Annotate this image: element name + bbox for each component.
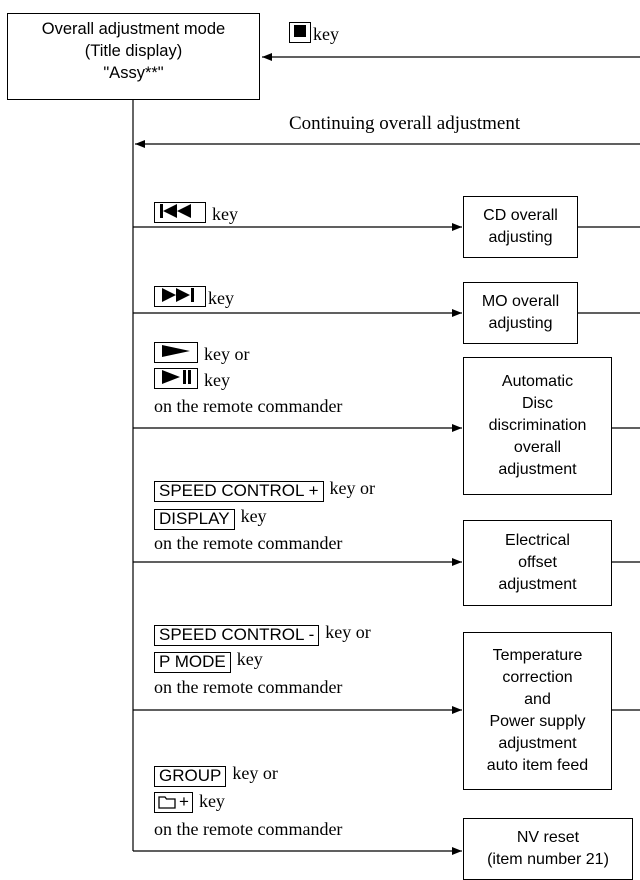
stop-key-label: key [289,22,339,45]
overall-adjustment-mode-box: Overall adjustment mode (Title display) … [7,13,260,100]
play-pause-icon [154,368,198,389]
folder-plus-key: + [154,791,193,813]
skip-back-key-suffix: key [212,204,238,224]
speed-control-plus-suffix: key or [329,478,375,498]
nv-box-text: NV reset (item number 21) [487,829,609,868]
cd-box-text: CD overall adjusting [483,207,558,246]
play-key-label: key or [154,342,249,365]
display-key-suffix: key [240,506,267,526]
auto-remote-note: on the remote commander [154,396,343,416]
folder-plus-key-label: + key [154,790,225,813]
nv-remote-note: on the remote commander [154,819,343,839]
electrical-offset-adjustment-box: Electrical offset adjustment [463,520,612,606]
continuing-adjustment-label: Continuing overall adjustment [289,113,521,134]
play-pause-key-label: key [154,368,230,391]
skip-forward-icon [154,286,206,307]
stop-key-suffix: key [313,24,339,44]
speed-control-minus-key-label: SPEED CONTROL -key or [154,621,371,646]
skip-back-key-label: key [154,202,238,225]
skip-forward-key-suffix: key [208,288,234,308]
p-mode-key-suffix: key [236,649,263,669]
speed-control-minus-key: SPEED CONTROL - [154,625,320,646]
folder-plus-key-suffix: key [198,791,225,811]
speed-control-minus-suffix: key or [325,622,371,642]
play-icon [154,342,198,363]
group-key: GROUP [154,766,227,787]
nv-reset-box: NV reset (item number 21) [463,818,633,880]
speed-control-plus-key: SPEED CONTROL + [154,481,324,502]
temp-box-text: Temperature correction and Power supply … [486,647,589,774]
speed-control-plus-key-label: SPEED CONTROL +key or [154,477,375,502]
stop-icon [289,22,311,43]
folder-plus-symbol: + [179,792,189,811]
group-key-suffix: key or [232,763,278,783]
temp-remote-note: on the remote commander [154,677,343,697]
mo-box-text: MO overall adjusting [481,293,560,332]
skip-forward-key-label: key [154,286,234,309]
offset-remote-note: on the remote commander [154,533,343,553]
temperature-correction-box: Temperature correction and Power supply … [463,632,612,790]
auto-box-text: Automatic Disc discrimination overall ad… [488,373,587,478]
title-line-3: "Assy**" [103,64,164,82]
offset-box-text: Electrical offset adjustment [498,532,577,593]
skip-back-icon [154,202,206,223]
folder-plus-icon [158,796,176,809]
mo-overall-adjusting-box: MO overall adjusting [463,282,578,344]
title-line-1: Overall adjustment mode [41,20,226,38]
play-pause-key-suffix: key [204,370,230,390]
play-key-suffix: key or [204,344,250,364]
p-mode-key: P MODE [154,652,231,673]
cd-overall-adjusting-box: CD overall adjusting [463,196,578,258]
title-line-2: (Title display) [84,42,183,60]
display-key: DISPLAY [154,509,235,530]
automatic-disc-discrimination-box: Automatic Disc discrimination overall ad… [463,357,612,495]
